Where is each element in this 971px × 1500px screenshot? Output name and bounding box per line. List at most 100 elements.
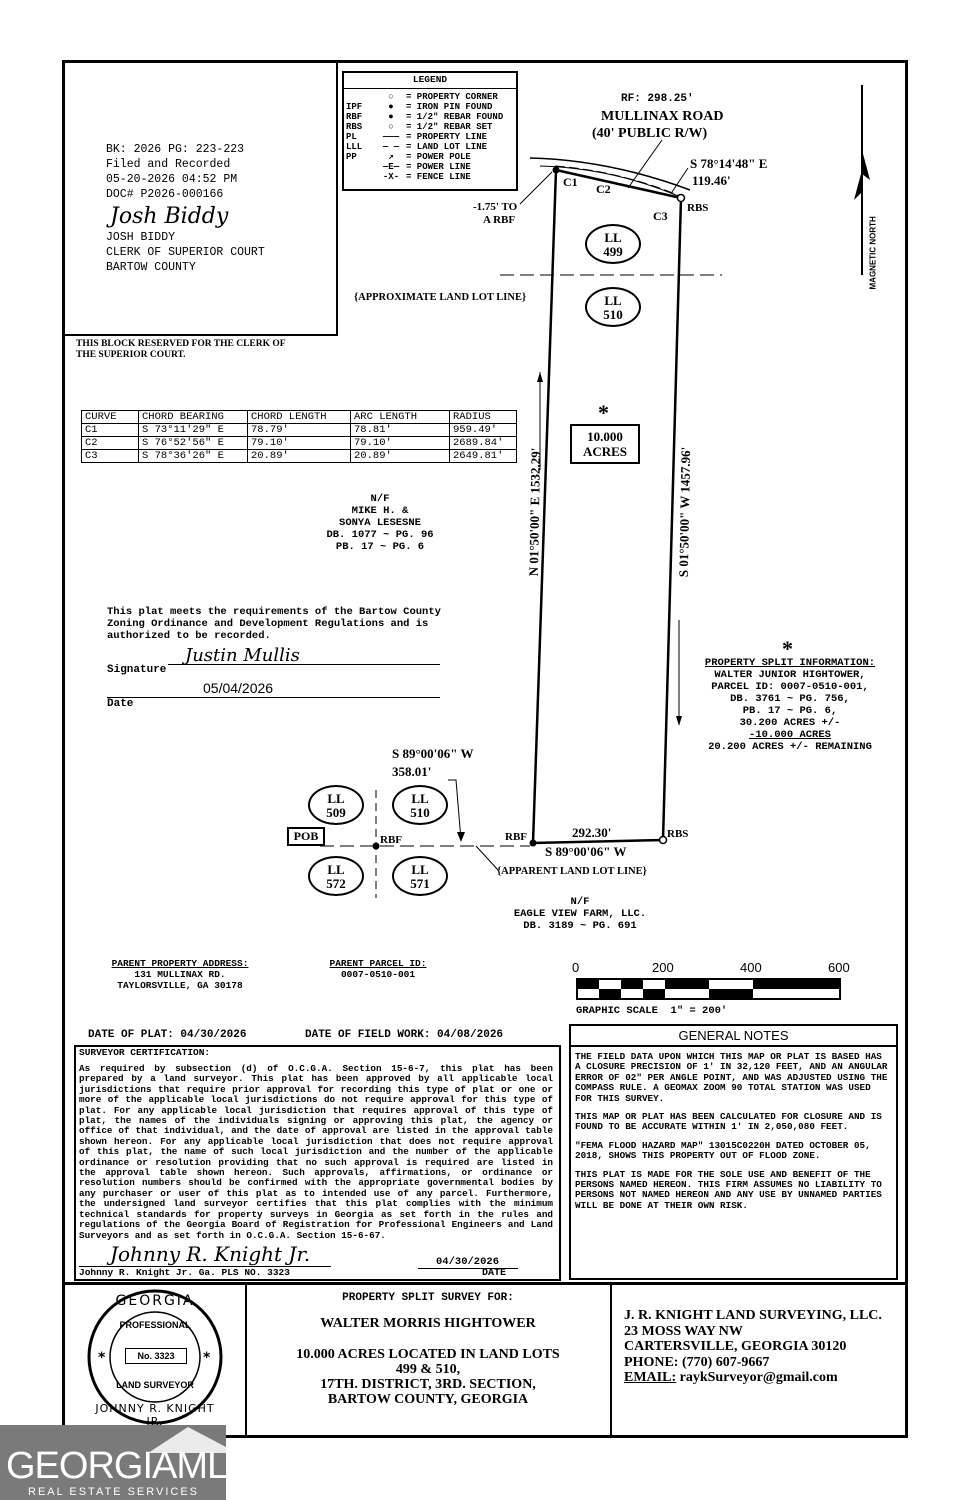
curve-table-header: CURVE bbox=[81, 410, 139, 424]
firm-email-label: EMAIL: bbox=[624, 1370, 677, 1385]
clerk-title: CLERK OF SUPERIOR COURT bbox=[106, 246, 265, 259]
title-line-4: BARTOW COUNTY, GEORGIA bbox=[327, 1392, 529, 1407]
parent-parcel-label: PARENT PARCEL ID: bbox=[329, 958, 427, 969]
nf-west-line: N/F bbox=[370, 493, 390, 505]
split-info: PROPERTY SPLIT INFORMATION: WALTER JUNIO… bbox=[690, 657, 890, 753]
rbs-se-label: RBS bbox=[667, 828, 689, 840]
power-line bbox=[554, 165, 681, 197]
legend-symbol-icon: -X- bbox=[382, 172, 400, 182]
curve-table-header: ARC LENGTH bbox=[350, 410, 450, 424]
road-bearing: S 78°14'48" E bbox=[690, 156, 768, 171]
clerk-county: BARTOW COUNTY bbox=[106, 261, 196, 274]
south-distance: 292.30' bbox=[572, 825, 612, 840]
curve-table-cell: 78.79' bbox=[247, 423, 351, 437]
legend-row: RBS○= 1/2" REBAR SET bbox=[346, 122, 516, 132]
nf-south-line: N/F bbox=[570, 896, 590, 908]
title-line-3: 17TH. DISTRICT, 3RD. SECTION, bbox=[320, 1377, 536, 1392]
firm-address-1: 23 MOSS WAY NW bbox=[624, 1323, 743, 1339]
acreage-value: 10.000 bbox=[587, 429, 623, 444]
legend-row: PP↗= POWER POLE bbox=[346, 152, 516, 162]
title-divider-1 bbox=[245, 1282, 247, 1436]
note-flood: "FEMA FLOOD HAZARD MAP" 13015C0220H DATE… bbox=[575, 1139, 871, 1162]
date-of-field-work: DATE OF FIELD WORK: 04/08/2026 bbox=[305, 1029, 504, 1041]
title-block bbox=[64, 1282, 906, 1439]
scale-checks bbox=[577, 979, 840, 999]
legend-symbol-icon: ● bbox=[388, 112, 394, 122]
doc-number: DOC# P2026-000166 bbox=[106, 188, 224, 201]
acreage-star: * bbox=[598, 400, 609, 425]
curve-label-c1: C1 bbox=[563, 175, 578, 189]
book-page: BK: 2026 PG: 223-223 bbox=[106, 143, 245, 156]
split-line: DB. 3761 ~ PG. 756, bbox=[730, 693, 850, 705]
plat-border bbox=[62, 60, 908, 1438]
note-calculation: THIS MAP OR PLAT HAS BEEN CALCULATED FOR… bbox=[575, 1111, 882, 1133]
cert-date-line bbox=[418, 1268, 518, 1269]
surveyor-sign-date: 04/30/2026 bbox=[436, 1256, 500, 1268]
legend-text: = LAND LOT LINE bbox=[406, 142, 488, 152]
curve-table-cell: C2 bbox=[81, 436, 139, 450]
curve-table-cell: 20.89' bbox=[247, 449, 351, 463]
parent-parcel-id: 0007-0510-001 bbox=[340, 969, 416, 980]
firm-info: J. R. KNIGHT LAND SURVEYING, LLC. 23 MOS… bbox=[624, 1308, 904, 1386]
legend-text: = POWER POLE bbox=[406, 152, 471, 162]
split-line: PARCEL ID: 0007-0510-001, bbox=[711, 681, 869, 693]
legend-abbr: PL bbox=[346, 132, 357, 142]
curve-table-cell: 2689.84' bbox=[449, 436, 517, 450]
surveyor-signer: Johnny R. Knight Jr. Ga. PLS NO. 3323 bbox=[79, 1266, 331, 1278]
legend-row: LLL— —= LAND LOT LINE bbox=[346, 142, 516, 152]
legend-text: = IRON PIN FOUND bbox=[406, 102, 493, 112]
scale-tick-0: 0 bbox=[572, 960, 580, 975]
parent-parcel: PARENT PARCEL ID: 0007-0510-001 bbox=[318, 958, 438, 980]
south-bearing: S 89°00'06" W bbox=[545, 844, 627, 859]
recording-block bbox=[64, 62, 338, 336]
logo-brand: GEORGIAMLS bbox=[6, 1445, 252, 1487]
rbf-sw-label: RBF bbox=[505, 831, 527, 843]
legend-symbol-icon: ——— bbox=[382, 132, 400, 142]
road-edge-north bbox=[529, 157, 691, 191]
nf-west-line: SONYA LESESNE bbox=[339, 517, 421, 529]
zoning-line: This plat meets the requirements of the … bbox=[107, 606, 441, 618]
recording-text: BK: 2026 PG: 223-223 Filed and Recorded … bbox=[106, 142, 336, 275]
rbs-top-label: RBS bbox=[687, 202, 709, 214]
legend-row: IPF●= IRON PIN FOUND bbox=[346, 102, 516, 112]
firm-email[interactable]: raykSurveyor@gmail.com bbox=[679, 1370, 838, 1385]
reserved-note: THIS BLOCK RESERVED FOR THE CLERK OF THE… bbox=[76, 339, 286, 360]
legend-row: -X-= FENCE LINE bbox=[346, 172, 516, 182]
firm-phone: PHONE: (770) 607-9667 bbox=[624, 1354, 770, 1370]
zoning-line: authorized to be recorded. bbox=[107, 630, 271, 642]
clerk-signature: Josh Biddy bbox=[110, 204, 229, 229]
firm-address-2: CARTERSVILLE, GEORGIA 30120 bbox=[624, 1339, 847, 1354]
title-line-1: 10.000 ACRES LOCATED IN LAND LOTS bbox=[296, 1347, 560, 1362]
legend-symbol-icon: ○ bbox=[388, 122, 394, 132]
legend-abbr: LLL bbox=[346, 142, 363, 152]
roof-icon bbox=[148, 1427, 226, 1453]
parent-address-label: PARENT PROPERTY ADDRESS: bbox=[111, 958, 249, 969]
pob-bearing: S 89°00'06" W bbox=[392, 746, 474, 761]
seal-land-surveyor: LAND SURVEYOR bbox=[116, 1380, 194, 1390]
legend-abbr: PP bbox=[346, 152, 357, 162]
legend-row: PL———= PROPERTY LINE bbox=[346, 132, 516, 142]
legend-title: LEGEND bbox=[344, 73, 516, 89]
scale-tick-400: 400 bbox=[740, 960, 762, 975]
pob-label: POB bbox=[287, 827, 325, 846]
scale-tick-200: 200 bbox=[652, 960, 674, 975]
curve-table-cell: S 76°52'56" E bbox=[138, 436, 248, 450]
nf-south-line: EAGLE VIEW FARM, LLC. bbox=[513, 908, 647, 920]
certification-title: SURVEYOR CERTIFICATION: bbox=[79, 1047, 211, 1058]
seal-professional: PROFESSIONAL bbox=[119, 1320, 191, 1330]
curve-table-cell: C1 bbox=[81, 423, 139, 437]
signature-line bbox=[168, 664, 440, 665]
nf-west-line: MIKE H. & bbox=[351, 505, 409, 517]
parent-address-1: 131 MULLINAX RD. bbox=[134, 969, 226, 980]
title-owner: WALTER MORRIS HIGHTOWER bbox=[320, 1316, 536, 1331]
filed-datetime: 05-20-2026 04:52 PM bbox=[106, 173, 238, 186]
